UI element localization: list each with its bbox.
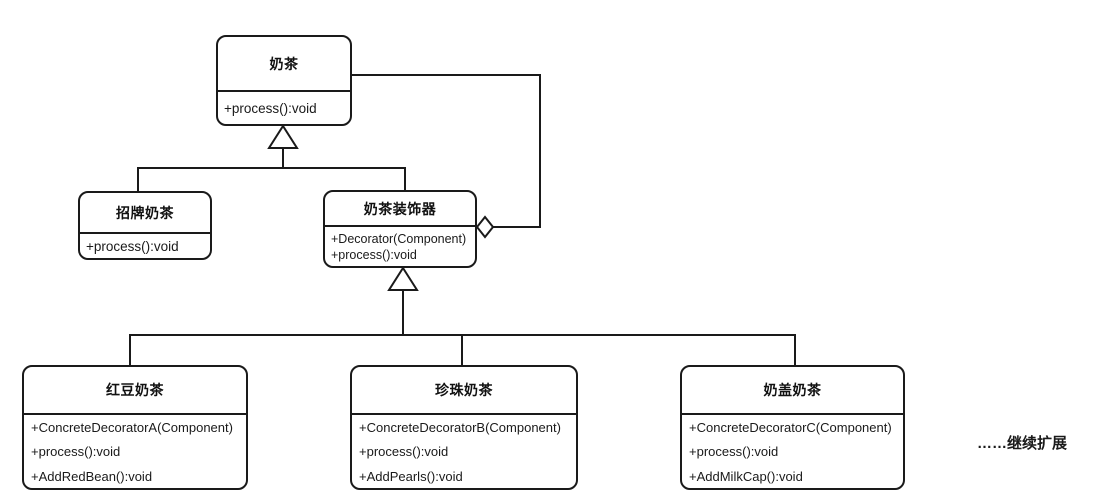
- class-divider: [682, 413, 903, 415]
- uml-class-decorator[interactable]: 奶茶装饰器 +Decorator(Component) +process():v…: [323, 190, 477, 268]
- class-member: +AddRedBean():void: [31, 468, 153, 484]
- uml-class-decorator-c[interactable]: 奶盖奶茶 +ConcreteDecoratorC(Component) +pro…: [680, 365, 905, 490]
- class-divider: [218, 90, 350, 92]
- class-name-decorator: 奶茶装饰器: [363, 200, 437, 217]
- class-name-component: 奶茶: [269, 55, 299, 72]
- class-member: +AddPearls():void: [359, 468, 463, 484]
- class-members-component: +process():void: [218, 92, 350, 124]
- generalization-arrowhead-top: [267, 124, 299, 149]
- class-divider: [80, 232, 210, 234]
- class-member: +Decorator(Component): [331, 231, 467, 246]
- generalization-arrowhead-bottom: [387, 266, 419, 291]
- class-member: +process():void: [359, 444, 449, 460]
- class-member: +AddMilkCap():void: [689, 468, 803, 484]
- class-member: +ConcreteDecoratorB(Component): [359, 420, 561, 436]
- uml-class-concrete-component[interactable]: 招牌奶茶 +process():void: [78, 191, 212, 260]
- class-members-decorator-b: +ConcreteDecoratorB(Component) +process(…: [352, 415, 576, 488]
- class-member: +ConcreteDecoratorA(Component): [31, 420, 233, 436]
- class-members-decorator-c: +ConcreteDecoratorC(Component) +process(…: [682, 415, 903, 488]
- class-member: +process():void: [224, 100, 317, 116]
- aggregation-link: [351, 74, 541, 228]
- class-name-decorator-c: 奶盖奶茶: [763, 382, 822, 398]
- class-members-decorator: +Decorator(Component) +process():void: [325, 227, 475, 266]
- aggregation-diamond: [475, 215, 495, 239]
- class-member: +process():void: [31, 444, 121, 460]
- class-divider: [352, 413, 576, 415]
- class-members-concrete-component: +process():void: [80, 234, 210, 258]
- class-divider: [325, 225, 475, 227]
- uml-class-decorator-b[interactable]: 珍珠奶茶 +ConcreteDecoratorB(Component) +pro…: [350, 365, 578, 490]
- class-member: +process():void: [331, 247, 417, 262]
- class-member: +process():void: [689, 444, 779, 460]
- class-members-decorator-a: +ConcreteDecoratorA(Component) +process(…: [24, 415, 246, 488]
- class-member: +process():void: [86, 238, 179, 254]
- class-name-concrete-component: 招牌奶茶: [116, 204, 174, 221]
- uml-class-decorator-a[interactable]: 红豆奶茶 +ConcreteDecoratorA(Component) +pro…: [22, 365, 248, 490]
- class-name-decorator-b: 珍珠奶茶: [435, 382, 493, 398]
- uml-class-component[interactable]: 奶茶 +process():void: [216, 35, 352, 126]
- class-name-decorator-a: 红豆奶茶: [106, 382, 164, 398]
- class-divider: [24, 413, 246, 415]
- class-member: +ConcreteDecoratorC(Component): [689, 420, 892, 436]
- annotation-continue-extend: ……继续扩展: [977, 435, 1068, 452]
